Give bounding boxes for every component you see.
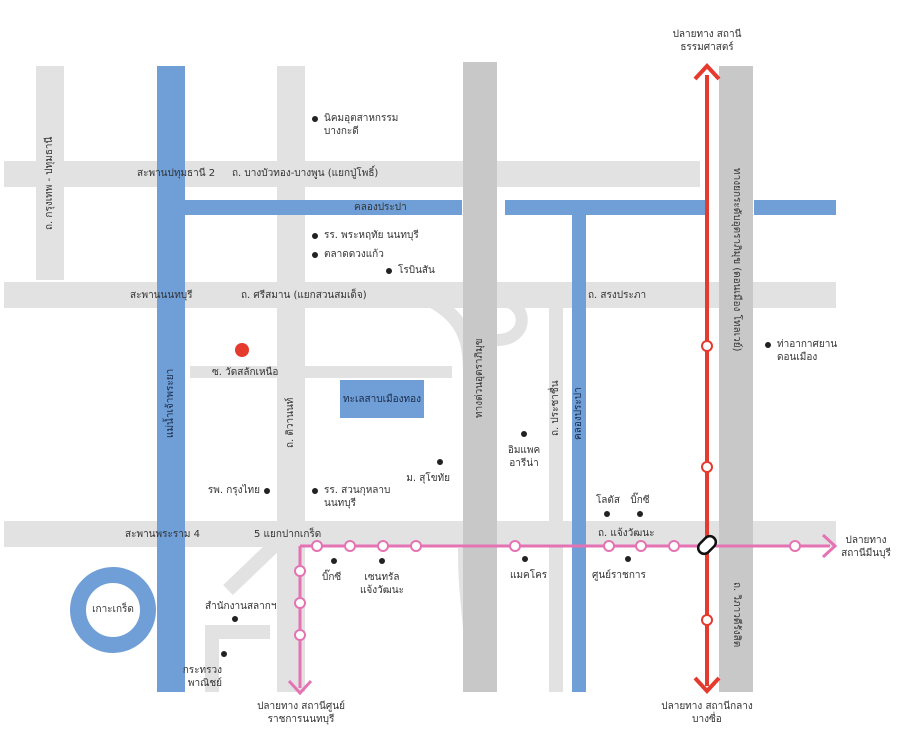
label-lotus: โลตัส <box>595 495 621 506</box>
pink-station <box>294 597 306 609</box>
road-vibhavadi <box>719 66 753 692</box>
road-small-l <box>205 625 270 692</box>
label-chao-phraya: แม่น้ำเจ้าพระยา <box>165 368 176 438</box>
poi-dot <box>625 556 631 562</box>
road-prachachuen <box>549 300 563 692</box>
label-bridge-pathum: สะพานปทุมธานี 2 <box>137 168 216 179</box>
label-canal-prapa-v: คลองประปา <box>573 387 584 440</box>
poi-dot <box>437 459 443 465</box>
poi-dot <box>264 488 270 494</box>
label-airport: ท่าอากาศยาน ดอนเมือง <box>777 339 838 363</box>
label-lottery-office: สำนักงานสลากฯ <box>205 601 277 612</box>
island-koh-kret <box>70 567 156 653</box>
label-terminal-south-red: ปลายทาง สถานีกลางบางซื่อ <box>661 701 753 725</box>
label-terminal-north: ปลายทาง สถานีธรรมศาสตร์ <box>672 29 742 53</box>
red-line-arrow-south <box>693 676 721 694</box>
pink-station <box>377 540 389 552</box>
label-bridge-nonthaburi: สะพานนนทบุรี <box>130 290 193 301</box>
red-station <box>701 340 713 352</box>
poi-dot <box>312 252 318 258</box>
poi-dot <box>765 342 771 348</box>
label-bigc-top: บิ๊กซี <box>630 495 650 506</box>
red-station <box>701 614 713 626</box>
poi-dot <box>522 556 528 562</box>
road-diagonal-sw <box>223 539 280 596</box>
label-govt-center: ศูนย์ราชการ <box>592 570 646 581</box>
label-vibhavadi-rangsit: ถ. วิภาวดีรังสิต <box>731 582 742 648</box>
pink-station <box>509 540 521 552</box>
label-university: ม. สุโขทัย <box>406 473 450 484</box>
label-impact: อิมแพค อารีน่า <box>507 445 541 469</box>
poi-dot <box>331 558 337 564</box>
label-industrial: นิคมอุตสาหกรรม บางกะดี <box>324 113 399 137</box>
label-makro: แมคโคร <box>510 570 548 581</box>
pink-station <box>668 540 680 552</box>
pink-station <box>311 540 323 552</box>
label-srisaman: ถ. ศรีสมาน (แยกสวนสมเด็จ) <box>241 290 367 301</box>
road-uttaraphimuk <box>463 62 497 692</box>
label-central: เซนทรัล แจ้งวัฒนะ <box>359 572 405 596</box>
road-ramp-loop <box>496 294 528 346</box>
pink-line <box>287 533 838 696</box>
poi-dot <box>312 488 318 494</box>
river-chao-phraya <box>157 66 185 692</box>
label-uttaraphimuk: ทางด่วนอุตราภิมุข <box>474 338 485 418</box>
red-station <box>701 461 713 473</box>
poi-dot <box>379 558 385 564</box>
label-prachachuen: ถ. ประชาชื่น <box>550 380 561 436</box>
label-soi-wat: ซ. วัดสลักเหนือ <box>212 367 279 378</box>
road-soi-wat <box>190 366 452 378</box>
label-bigc-bottom: บิ๊กซี <box>322 572 342 583</box>
pink-station <box>789 540 801 552</box>
label-bridge-rama4: สะพานพระราม 4 <box>125 529 200 540</box>
poi-dot <box>312 116 318 122</box>
road-top-horizontal <box>4 161 700 187</box>
label-chaengwattana: ถ. แจ้งวัฒนะ <box>598 528 655 539</box>
label-market: ตลาดดวงแก้ว <box>324 249 384 260</box>
poi-dot <box>637 511 643 517</box>
label-commerce-ministry: กระทรวง พาณิชย์ <box>182 665 222 689</box>
pink-station <box>294 565 306 577</box>
label-pak-kret-junction: 5 แยกปากเกร็ด <box>254 529 322 540</box>
poi-dot <box>386 268 392 274</box>
label-terminal-south-pink: ปลายทาง สถานีศูนย์ราชการนนทบุรี <box>257 701 345 725</box>
interchange-station <box>696 534 718 556</box>
label-tiwanon: ถ. ติวานนท์ <box>285 397 296 448</box>
label-vibhavadi: ทางยกระดับอุตราภิมุข (ดอนเมือง โทลเวย์) <box>731 168 742 352</box>
pink-station <box>410 540 422 552</box>
label-koh-kret: เกาะเกร็ด <box>92 604 134 615</box>
pink-line-arrow-south <box>287 679 313 696</box>
poi-dot <box>221 651 227 657</box>
label-canal-prapa-h: คลองประปา <box>354 202 407 213</box>
red-line <box>693 63 721 694</box>
label-road-top: ถ. บางบัวทอง-บางพูน (แยกปู่โพธิ์) <box>232 168 379 179</box>
label-bangkok-pathum: ถ. กรุงเทพ - ปทุมธานี <box>44 136 55 230</box>
red-line-arrow-north <box>693 63 721 81</box>
pink-station <box>635 540 647 552</box>
roads-layer <box>4 62 836 692</box>
label-robinson: โรบินสัน <box>398 265 435 276</box>
pink-station <box>294 629 306 641</box>
location-pin <box>235 343 249 357</box>
canal-prapa-horizontal-3 <box>754 200 836 215</box>
canal-prapa-horizontal <box>157 200 462 215</box>
water-layer <box>70 66 836 692</box>
label-school-suankularb: รร. สวนกุหลาบ นนทบุรี <box>324 485 391 509</box>
label-school-prahruthai: รร. พระหฤทัย นนทบุรี <box>324 230 419 241</box>
pink-station <box>603 540 615 552</box>
poi-dot <box>232 616 238 622</box>
label-hospital: รพ. กรุงไทย <box>207 485 260 496</box>
lake-box: ทะเลสาบเมืองทอง <box>340 380 424 418</box>
pink-station <box>344 540 356 552</box>
road-srisaman <box>4 282 836 308</box>
pink-line-arrow-east <box>821 533 838 559</box>
poi-dot <box>521 431 527 437</box>
label-songprapa: ถ. สรงประภา <box>588 290 647 301</box>
canal-prapa-vertical <box>572 213 586 692</box>
poi-dot <box>604 511 610 517</box>
poi-dot <box>312 233 318 239</box>
label-terminal-east: ปลายทาง สถานีมีนบุรี <box>841 535 891 559</box>
canal-prapa-horizontal-2 <box>505 200 706 215</box>
